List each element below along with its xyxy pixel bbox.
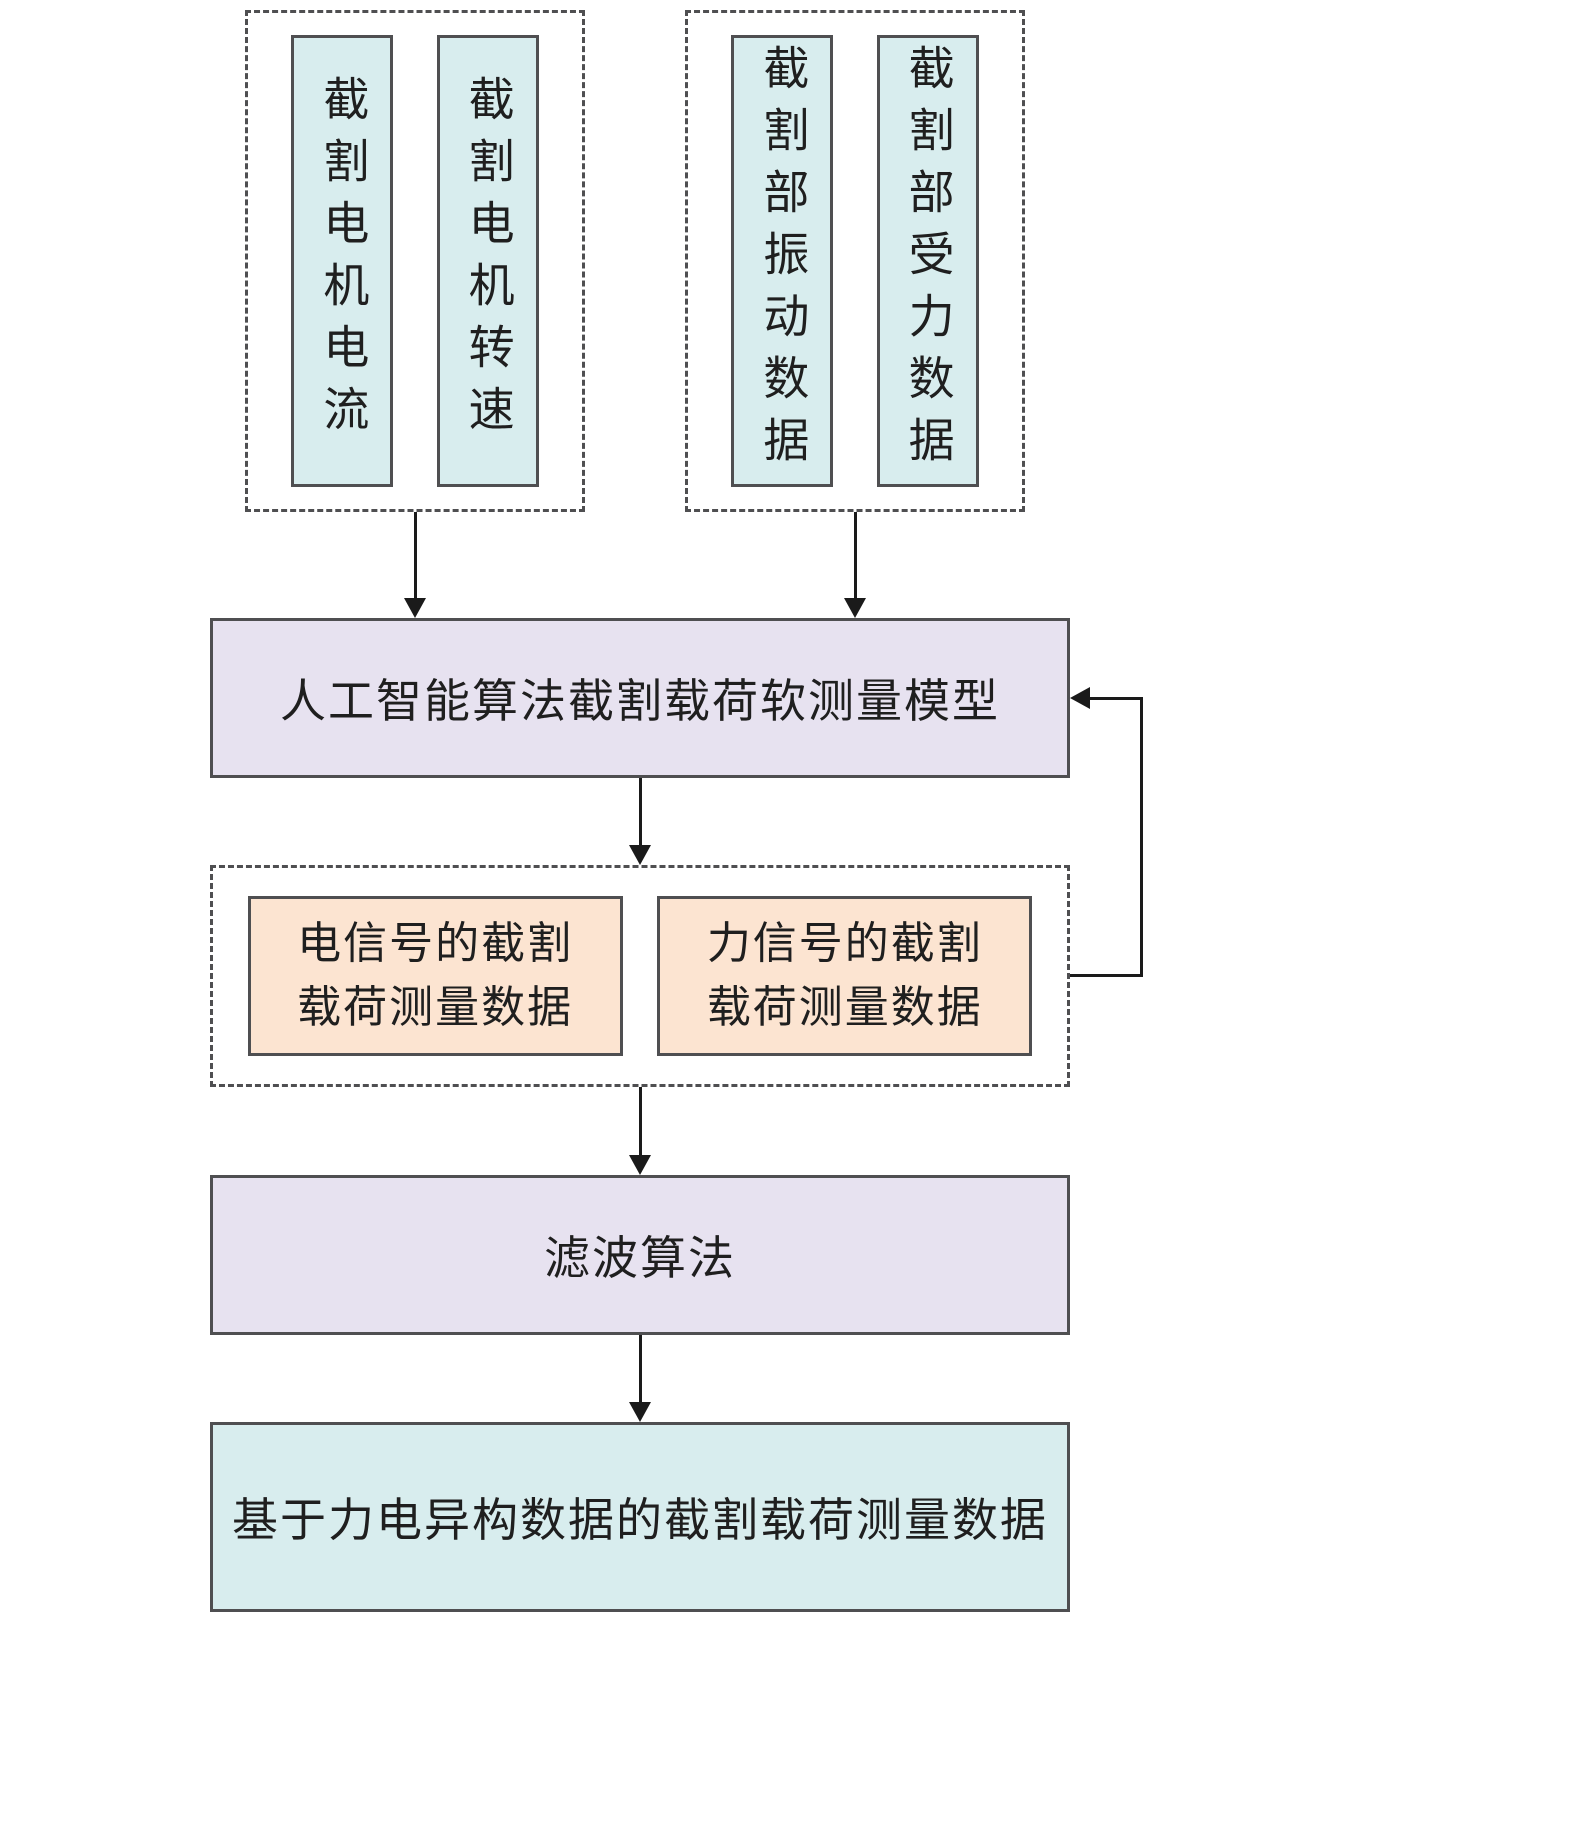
node-cutting-unit-vibration-data: 截割部振动数据 — [731, 35, 834, 487]
feedback-line-bottom-segment — [1070, 974, 1143, 977]
feedback-line-vertical-segment — [1140, 697, 1143, 977]
arrow-down-head — [629, 1402, 651, 1422]
arrow-down-head — [404, 598, 426, 618]
arrow-shaft — [638, 1087, 642, 1155]
node-force-signal-measurement-label: 力信号的截割 载荷测量数据 — [706, 919, 983, 1032]
node-ai-soft-measurement-model-label: 人工智能算法截割载荷软测量模型 — [280, 676, 1000, 727]
node-cutting-unit-force-data: 截割部受力数据 — [876, 35, 979, 487]
feedback-arrow-left-head — [1070, 687, 1090, 709]
node-cutting-motor-speed: 截割电机转速 — [436, 35, 539, 487]
node-force-signal-measurement: 力信号的截割 载荷测量数据 — [657, 896, 1033, 1056]
node-heterogeneous-data-result: 基于力电异构数据的截割载荷测量数据 — [210, 1422, 1070, 1612]
node-cutting-motor-speed-label: 截割电机转速 — [462, 75, 514, 447]
feedback-line-top-segment — [1090, 697, 1143, 700]
node-cutting-unit-vibration-data-label: 截割部振动数据 — [757, 44, 809, 478]
node-heterogeneous-data-result-label: 基于力电异构数据的截割载荷测量数据 — [232, 1495, 1048, 1546]
group-electrical-inputs: 截割电机电流 截割电机转速 — [245, 10, 585, 512]
node-electrical-signal-measurement-label: 电信号的截割 载荷测量数据 — [297, 919, 574, 1032]
arrow-down-head — [629, 1155, 651, 1175]
arrow-shaft — [853, 512, 857, 598]
arrow-down-head — [844, 598, 866, 618]
node-electrical-signal-measurement: 电信号的截割 载荷测量数据 — [247, 896, 623, 1056]
node-ai-soft-measurement-model: 人工智能算法截割载荷软测量模型 — [210, 618, 1070, 778]
group-measurement-outputs: 电信号的截割 载荷测量数据 力信号的截割 载荷测量数据 — [210, 865, 1070, 1087]
node-filter-algorithm-label: 滤波算法 — [544, 1233, 736, 1284]
arrow-shaft — [638, 1335, 642, 1402]
node-cutting-motor-current-label: 截割电机电流 — [317, 75, 369, 447]
node-cutting-motor-current: 截割电机电流 — [291, 35, 394, 487]
arrow-shaft — [638, 778, 642, 845]
node-filter-algorithm: 滤波算法 — [210, 1175, 1070, 1335]
arrow-down-head — [629, 845, 651, 865]
node-cutting-unit-force-data-label: 截割部受力数据 — [902, 44, 954, 478]
arrow-shaft — [413, 512, 417, 598]
group-force-inputs: 截割部振动数据 截割部受力数据 — [685, 10, 1025, 512]
